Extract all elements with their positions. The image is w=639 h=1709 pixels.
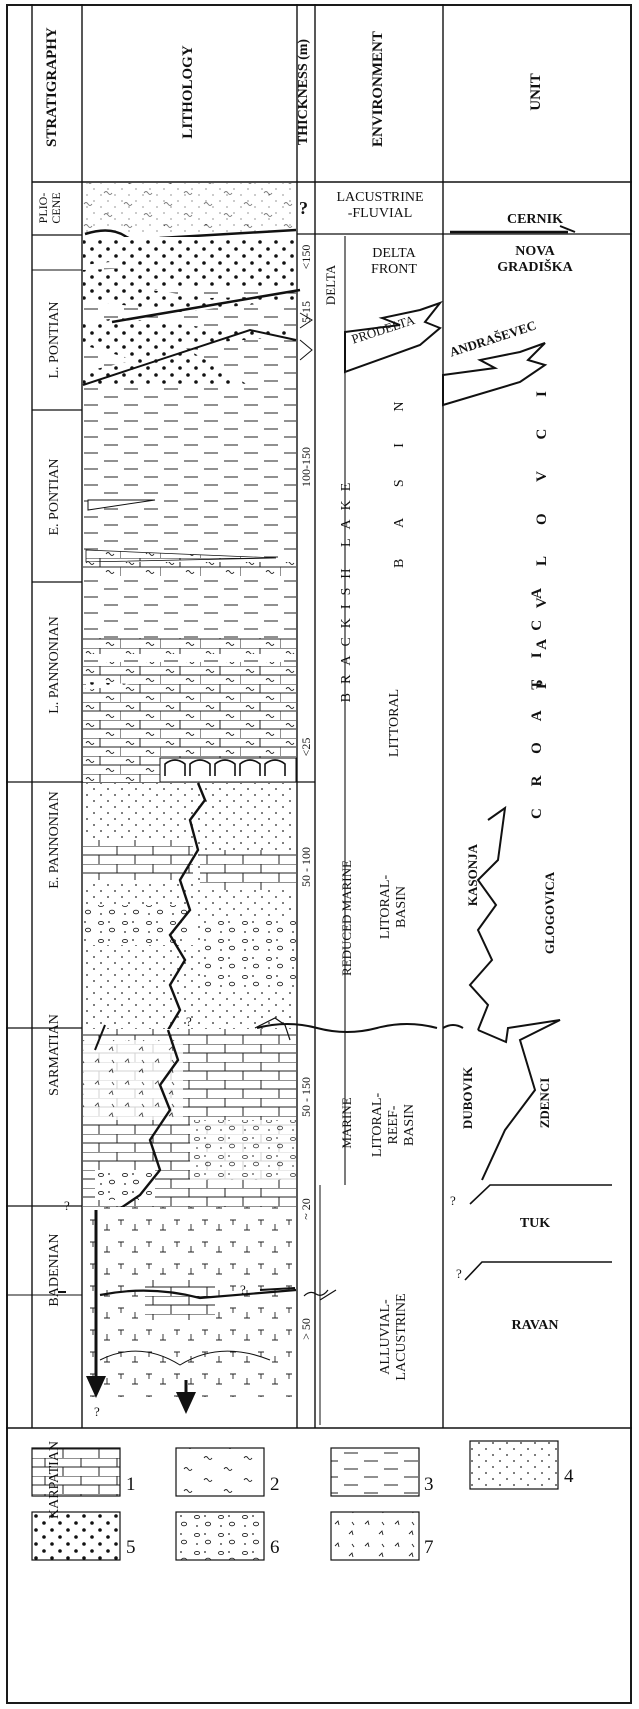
env-brackish-lake: BRACKISH LAKE xyxy=(339,468,355,708)
thickness-50: > 50 xyxy=(299,1309,313,1349)
unit-ravan: RAVAN xyxy=(480,1318,590,1334)
thickness-100-150: 100-150 xyxy=(299,437,313,497)
header-unit: UNIT xyxy=(528,37,548,147)
question-mark: ? xyxy=(94,1404,100,1420)
thickness-150: <150 xyxy=(299,237,313,277)
env-litoral-basin: LITORAL- BASIN xyxy=(378,862,412,952)
strat-karpatian: KARPATIAN xyxy=(47,1415,67,1545)
legend-label-3: 3 xyxy=(424,1474,434,1496)
strat-e-pannonian: E. PANNONIAN xyxy=(47,775,67,905)
unit-croatica: C R O A T I C A xyxy=(529,639,547,819)
question-mark: ? xyxy=(450,1193,456,1209)
question-mark: ? xyxy=(64,1198,70,1214)
legend-label-4: 4 xyxy=(564,1466,574,1488)
legend-label-2: 2 xyxy=(270,1474,280,1496)
legend-label-5: 5 xyxy=(126,1537,136,1559)
unit-zdenci: ZDENCI xyxy=(537,1063,553,1143)
unit-nova-gradiska: NOVA GRADIŠKA xyxy=(470,244,600,276)
thickness-5-15: 5-15 xyxy=(299,292,313,332)
thickness-50-100: 50 - 100 xyxy=(299,837,313,897)
legend-label-1: 1 xyxy=(126,1474,136,1496)
env-delta-front: DELTA FRONT xyxy=(346,246,442,278)
unit-glogovica: GLOGOVICA xyxy=(542,858,558,968)
env-delta: DELTA xyxy=(323,255,337,315)
question-mark: ? xyxy=(240,1282,246,1298)
thickness-20: ~ 20 xyxy=(299,1189,313,1229)
strat-pliocene: PLIO- CENE xyxy=(37,186,81,230)
thickness-25: <25 xyxy=(299,727,313,767)
strat-l-pannonian: L. PANNONIAN xyxy=(47,600,67,730)
unit-cernik: CERNIK xyxy=(470,212,600,228)
question-mark: ? xyxy=(456,1266,462,1282)
legend-label-7: 7 xyxy=(424,1537,434,1559)
env-littoral: LITTORAL xyxy=(387,673,403,773)
question-mark: ? xyxy=(186,1014,192,1030)
header-lithology: LITHOLOGY xyxy=(180,37,200,147)
strat-e-pontian: E. PONTIAN xyxy=(47,432,67,562)
strat-badenian: BADENIAN xyxy=(47,1205,67,1335)
env-basin: B A S I N xyxy=(392,408,408,568)
env-reduced-marine: REDUCED MARINE xyxy=(339,853,355,983)
header-environment: ENVIRONMENT xyxy=(370,37,390,147)
env-litoral-reef-basin: LITORAL- REEF- BASIN xyxy=(370,1075,420,1175)
unit-dubovik: DUBOVIK xyxy=(460,1058,476,1138)
unit-kasonja: KASONJA xyxy=(465,835,481,915)
header-stratigraphy: STRATIGRAPHY xyxy=(44,37,64,147)
strat-sarmatian: SARMATIAN xyxy=(47,990,67,1120)
env-alluvial-lacustrine: ALLUVIAL- LACUSTRINE xyxy=(378,1277,412,1397)
env-lacustrine-fluvial: LACUSTRINE -FLUVIAL xyxy=(318,190,442,222)
strat-l-pontian: L. PONTIAN xyxy=(47,275,67,405)
header-thickness: THICKNESS (m) xyxy=(296,37,316,147)
thickness-50-150: 50 - 150 xyxy=(299,1067,313,1127)
thickness-question: ? xyxy=(299,198,308,219)
env-marine: MARINE xyxy=(339,1078,355,1168)
legend-label-6: 6 xyxy=(270,1537,280,1559)
unit-tuk: TUK xyxy=(480,1216,590,1232)
